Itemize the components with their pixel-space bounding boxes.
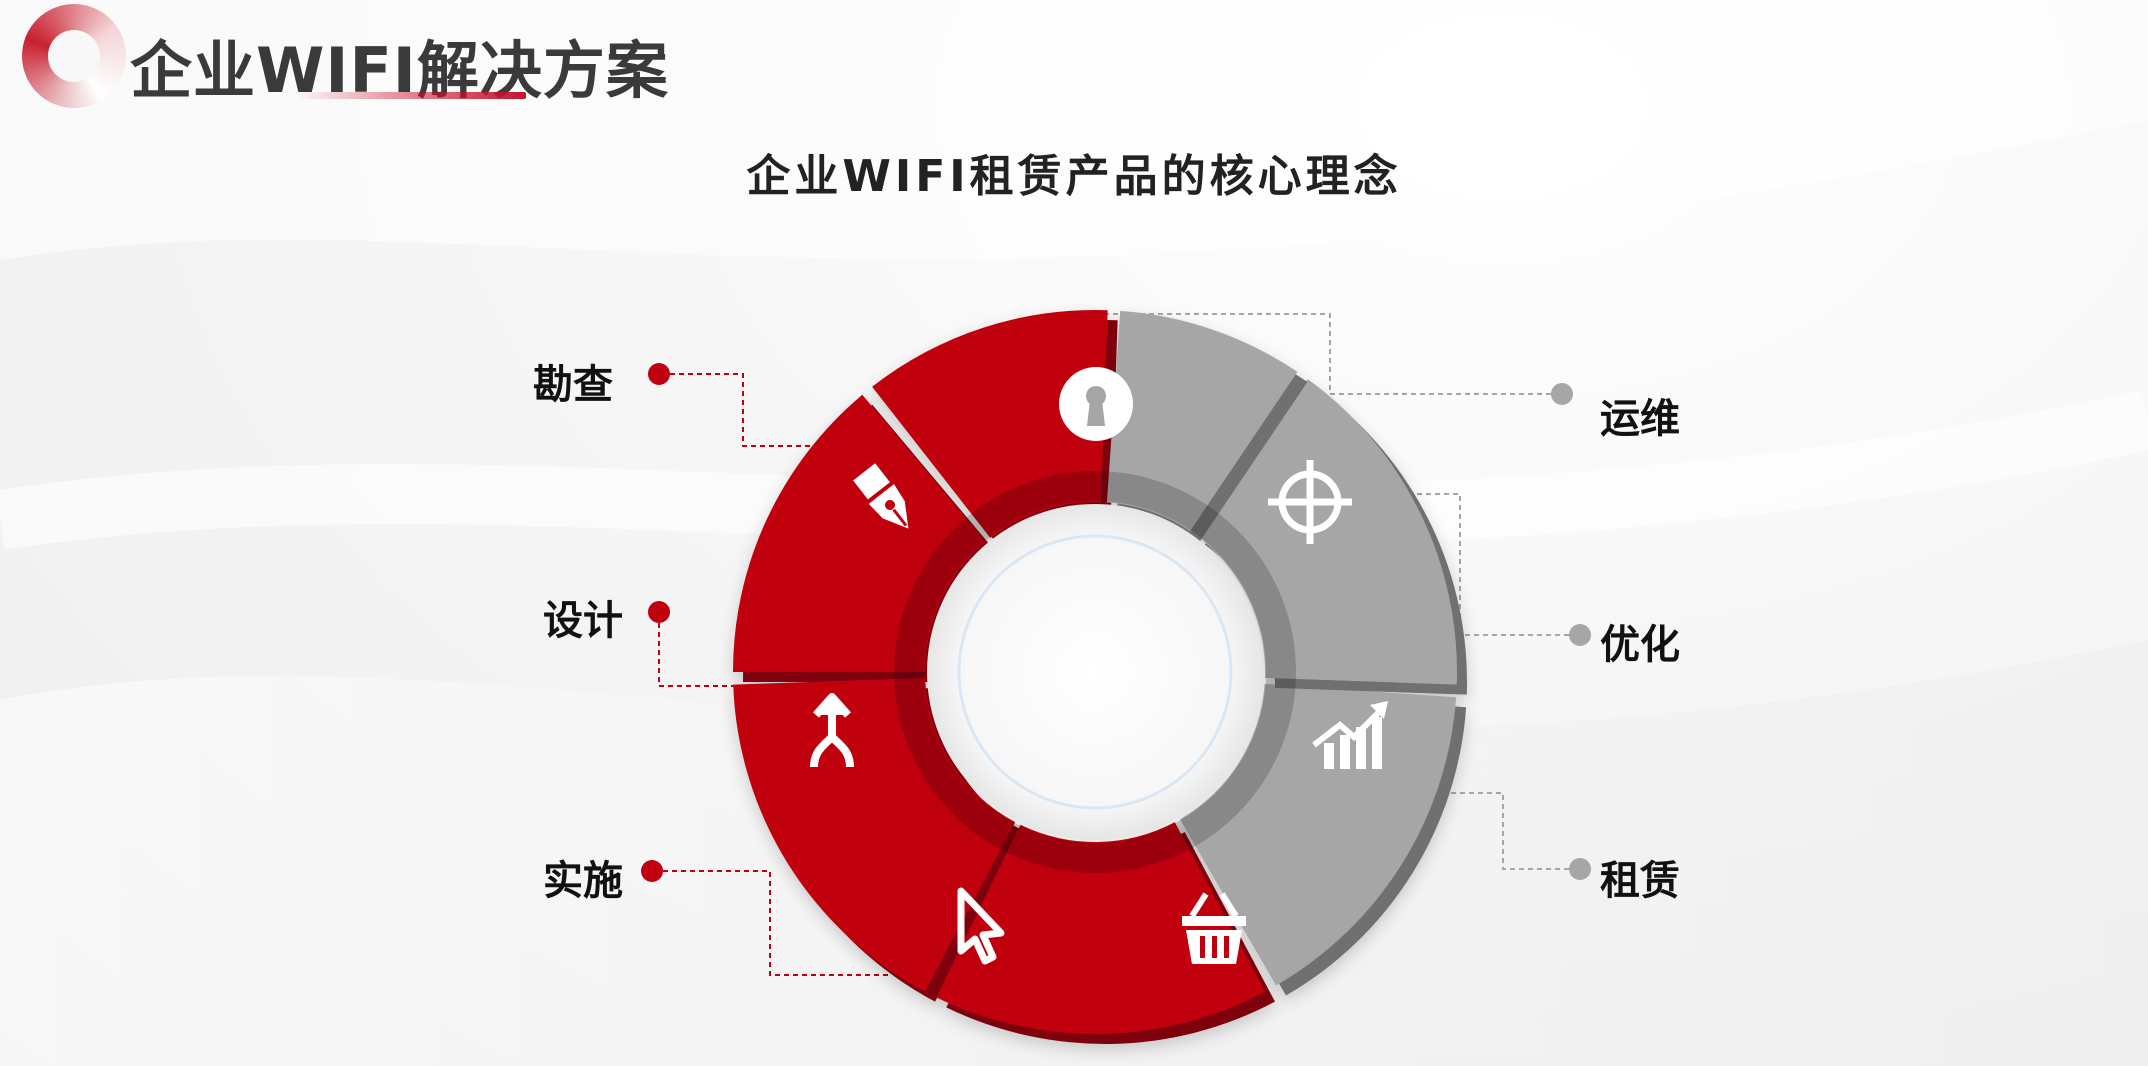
connector-design bbox=[648, 601, 760, 687]
crosshair-icon bbox=[1268, 460, 1352, 544]
segment-operations bbox=[1106, 310, 1298, 532]
step-label-lease: 租赁 bbox=[1600, 858, 1680, 904]
connector-lease bbox=[1430, 792, 1591, 880]
center-disc bbox=[927, 504, 1263, 840]
logo-ring-icon bbox=[22, 4, 126, 108]
basket-icon bbox=[1182, 892, 1246, 964]
header: 企业WIFI解决方案 bbox=[18, 0, 738, 110]
step-label-implement: 实施 bbox=[543, 858, 623, 904]
growth-chart-icon bbox=[1312, 701, 1388, 769]
segment-purchase bbox=[936, 822, 1265, 1034]
connector-operations bbox=[1100, 313, 1573, 405]
title-underline bbox=[294, 92, 526, 99]
pen-nib-icon bbox=[853, 463, 909, 529]
inner-bevel bbox=[894, 471, 1296, 873]
cursor-icon bbox=[957, 887, 1005, 965]
keyhole-icon bbox=[1059, 367, 1133, 441]
diagram-subtitle: 企业WIFI租赁产品的核心理念 bbox=[746, 151, 1402, 202]
step-label-optimize: 优化 bbox=[1600, 622, 1680, 668]
connector-implement bbox=[641, 860, 890, 976]
center-inner-ring bbox=[957, 534, 1233, 810]
step-label-survey: 勘查 bbox=[533, 362, 613, 408]
step-label-operations: 运维 bbox=[1600, 396, 1680, 442]
merge-arrow-icon bbox=[810, 693, 854, 768]
connector-survey bbox=[648, 363, 820, 447]
step-label-design: 设计 bbox=[543, 598, 623, 644]
connector-optimize bbox=[1405, 493, 1591, 646]
